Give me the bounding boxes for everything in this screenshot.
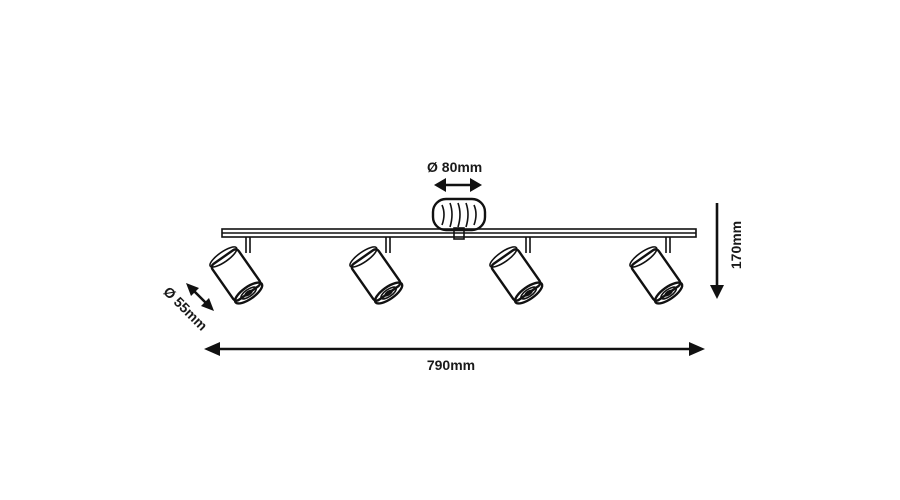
spot-diameter-dimension: Ø 55mm — [160, 283, 214, 334]
length-dimension: 790mm — [204, 342, 705, 373]
canopy-diameter-label: Ø 80mm — [427, 159, 482, 175]
length-label: 790mm — [427, 357, 475, 373]
canopy-diameter-dimension: Ø 80mm — [427, 159, 482, 192]
height-label: 170mm — [728, 221, 744, 269]
ceiling-canopy — [431, 197, 487, 240]
spotlight-2 — [346, 235, 407, 309]
spotlight-4 — [626, 235, 687, 309]
spot-diameter-label: Ø 55mm — [160, 283, 210, 333]
height-dimension: 170mm — [710, 203, 744, 299]
spotlights — [206, 235, 687, 309]
spotlight-1 — [206, 235, 267, 309]
spotlight-3 — [486, 235, 547, 309]
